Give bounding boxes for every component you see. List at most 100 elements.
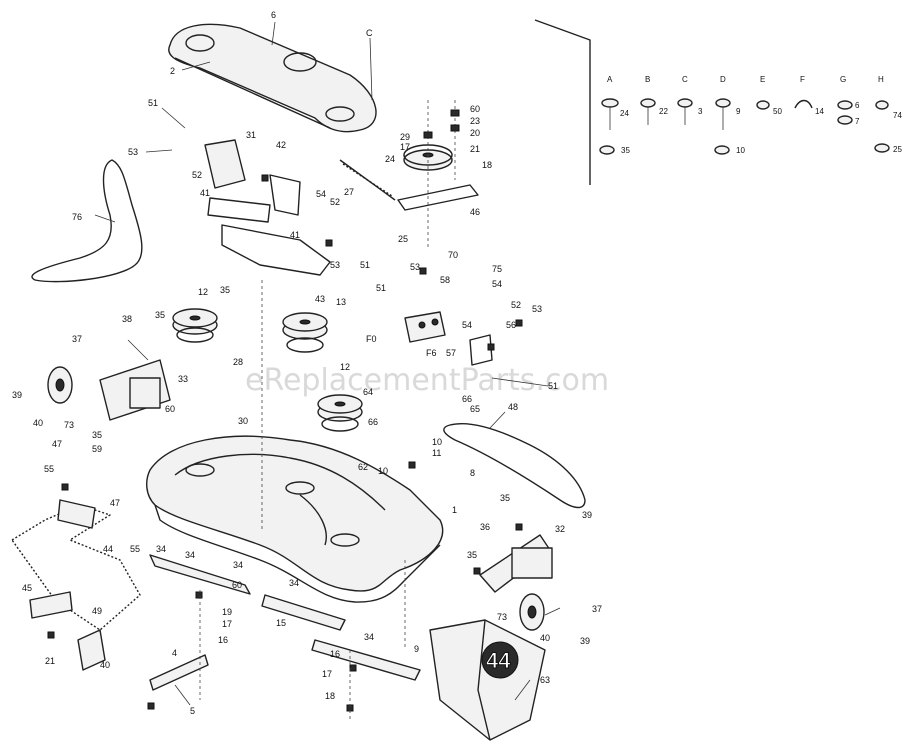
callout-20: 20 [470,128,480,138]
callout-17: 17 [400,142,410,152]
callout-17c: 17 [322,669,332,679]
callout-f0: F0 [366,334,377,344]
key-nut-d: 10 [736,146,745,155]
spindle-pulley-12-left [172,308,218,343]
callout-33: 33 [178,374,188,384]
callout-58: 58 [440,275,450,285]
callout-51b: 51 [360,260,370,270]
callout-36: 36 [480,522,490,532]
blade-center [261,594,346,631]
key-part-e: 50 [773,107,782,116]
callout-41: 41 [200,188,210,198]
callout-16b: 16 [330,649,340,659]
key-letter-d: D [720,75,726,84]
key-d-bolt-icon [715,98,731,130]
callout-10b: 10 [378,466,388,476]
key-letter-g: G [840,75,846,84]
key-g-nut-icon [837,100,853,125]
key-part-b: 22 [659,107,668,116]
callout-6: 6 [271,10,276,20]
key-part-d: 9 [736,107,741,116]
callout-60b: 60 [165,404,175,414]
callout-8: 8 [470,468,475,478]
key-part-h: 74 [893,111,902,120]
spindle-pulley-12-right [317,394,363,432]
callout-32: 32 [555,524,565,534]
callout-labels: 6 2 C 51 31 42 53 52 41 76 27 54 52 41 5… [12,10,602,716]
callout-73: 73 [64,420,74,430]
callout-11: 11 [432,448,441,458]
callout-66: 66 [462,394,472,404]
callout-31: 31 [246,130,256,140]
callout-42: 42 [276,140,286,150]
hardware-markers [47,174,523,720]
callout-44: 44 [103,544,113,554]
key-letter-h: H [878,75,884,84]
callout-28: 28 [233,357,243,367]
key-e-nut-icon [756,100,770,110]
deck-size-label: 44 [486,648,511,673]
callout-9: 9 [414,644,419,654]
key-nut-a: 35 [621,146,630,155]
key-letter-e: E [760,75,765,84]
callout-53b: 53 [330,260,340,270]
key-h-nut-icon [874,100,890,153]
key-c-bolt-icon [677,98,693,125]
callout-13: 13 [336,297,346,307]
key-part-c: 3 [698,107,703,116]
callout-5: 5 [190,706,195,716]
lift-link-assembly [11,499,141,671]
callout-34b: 34 [185,550,195,560]
callout-52c: 52 [511,300,521,310]
callout-70: 70 [448,250,458,260]
callout-30: 30 [238,416,248,426]
callout-4: 4 [172,648,177,658]
callout-51: 51 [148,98,158,108]
callout-18b: 18 [325,691,335,701]
key-b-bolt-icon [640,98,656,125]
callout-75: 75 [492,264,502,274]
callout-19: 19 [222,607,232,617]
callout-54c: 54 [462,320,472,330]
callout-25: 25 [398,234,408,244]
callout-53d: 53 [532,304,542,314]
callout-15: 15 [276,618,286,628]
callout-63: 63 [540,675,550,685]
callout-48: 48 [508,402,518,412]
callout-59: 59 [92,444,102,454]
callout-c: C [366,28,373,38]
deck-top-cover [168,23,377,133]
callout-51c: 51 [376,283,386,293]
callout-1: 1 [452,505,457,515]
key-a-bolt-icon [601,98,619,130]
callout-52b: 52 [330,197,340,207]
key-d-nut-icon [714,145,730,155]
left-gauge-wheel-bracket [47,359,171,421]
callout-40b: 40 [540,633,550,643]
callout-12b: 12 [340,362,350,372]
callout-10: 10 [432,437,442,447]
pulley-24-assembly [397,100,479,250]
callout-18: 18 [482,160,492,170]
callout-39c: 39 [580,636,590,646]
callout-27: 27 [344,187,354,197]
callout-54b: 54 [492,279,502,289]
key-washer-g: 7 [855,117,860,126]
leader-lines [94,21,561,706]
callout-60: 60 [470,104,480,114]
key-part-f: 14 [815,107,824,116]
callout-35c: 35 [92,430,102,440]
watermark-text: eReplacementParts.com [245,363,609,398]
callout-47: 47 [52,439,62,449]
callout-51d: 51 [548,381,558,391]
arm-4 [149,654,209,691]
callout-24: 24 [385,154,395,164]
callout-40c: 40 [100,660,110,670]
callout-56: 56 [506,320,516,330]
callout-34a: 34 [156,544,166,554]
callout-2: 2 [170,66,175,76]
key-letter-a: A [607,75,613,84]
right-gauge-wheel-bracket [479,534,553,631]
callout-29: 29 [400,132,410,142]
key-letter-c: C [682,75,688,84]
